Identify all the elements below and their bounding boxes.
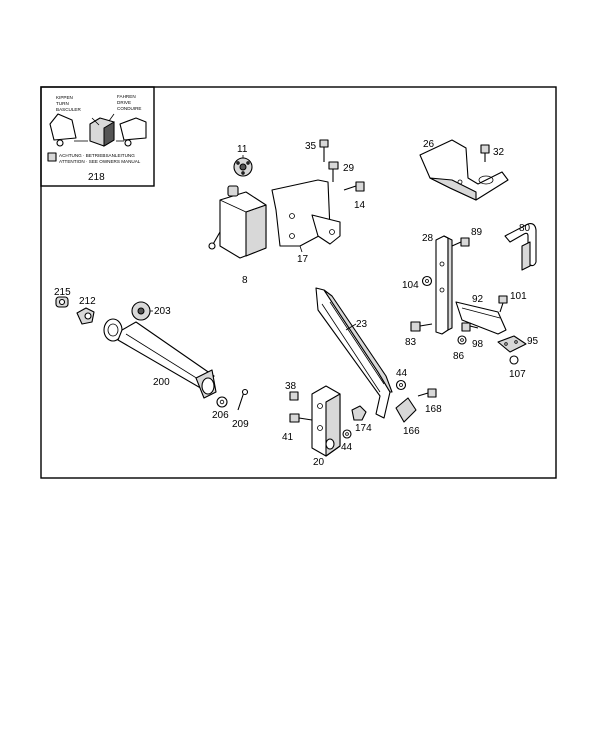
part-14-bolt	[343, 181, 365, 192]
cube-pictogram	[89, 113, 115, 147]
callout-41: 41	[282, 432, 294, 443]
diagram-frame	[40, 86, 557, 479]
callout-83: 83	[405, 337, 417, 348]
callout-38: 38	[285, 381, 297, 392]
callout-104: 104	[402, 280, 419, 291]
warning-text-de: ACHTUNG · BETRIEBSANLEITUNG	[59, 153, 135, 158]
part-101-bolt	[498, 295, 508, 313]
driving-pictogram	[116, 117, 147, 147]
callout-98: 98	[472, 339, 484, 350]
reservoir-assembly: 11 8 17 35	[208, 139, 366, 286]
part-29-bolt	[328, 161, 339, 182]
part-174-nut	[351, 405, 367, 421]
callout-107: 107	[509, 369, 526, 380]
part-17-bracket	[271, 179, 341, 247]
part-28-bracket	[435, 235, 453, 335]
callout-200: 200	[153, 377, 170, 388]
callout-11: 11	[237, 144, 248, 155]
part-203-cap	[131, 301, 151, 321]
manual-book-icon	[47, 152, 57, 162]
part-86-washer	[457, 335, 467, 345]
part-95-plate	[497, 335, 527, 353]
part-11-cap	[233, 157, 253, 177]
warning-text-en: ATTENTION · SEE OWNERS MANUAL	[59, 159, 141, 164]
callout-203: 203	[154, 306, 171, 317]
part-83-bolt	[410, 321, 433, 332]
part-166-clip	[395, 397, 417, 423]
part-32-bolt	[480, 144, 490, 162]
callout-89: 89	[471, 227, 483, 238]
callout-101: 101	[510, 291, 527, 302]
part-212-fitting	[76, 307, 95, 325]
part-26-bracket	[419, 139, 509, 201]
part-89-bolt	[451, 237, 470, 247]
callout-218: 218	[88, 172, 105, 183]
part-44-washer-upper	[395, 379, 407, 391]
callout-92: 92	[472, 294, 484, 305]
callout-29: 29	[343, 163, 355, 174]
callout-23: 23	[356, 319, 368, 330]
inset-label-218: KIPPEN TURN BASCULER FAHREN DRIVE CONDUI…	[40, 86, 155, 187]
part-215-fitting	[55, 296, 69, 308]
callout-166: 166	[403, 426, 420, 437]
callout-44-upper: 44	[396, 368, 408, 379]
part-8-reservoir	[208, 185, 267, 259]
label-text-basculer: BASCULER	[56, 107, 81, 112]
callout-14: 14	[354, 200, 366, 211]
part-41-bolt	[289, 413, 313, 423]
part-44-washer-lower	[342, 429, 352, 439]
part-168-bolt	[417, 388, 437, 398]
label-text-conduire: CONDUIRE	[117, 106, 142, 111]
callout-32: 32	[493, 147, 505, 158]
callout-174: 174	[355, 423, 372, 434]
tipping-pictogram	[49, 113, 88, 147]
part-104-washer	[421, 275, 433, 287]
part-209-pin	[237, 388, 249, 411]
part-206-washer	[216, 396, 228, 408]
part-38-bolt	[289, 391, 299, 401]
callout-209: 209	[232, 419, 249, 430]
part-80-edge-trim	[504, 223, 537, 271]
callout-86: 86	[453, 351, 465, 362]
label-text-fahren: FAHREN	[117, 94, 136, 99]
label-text-drive: DRIVE	[117, 100, 131, 105]
callout-206: 206	[212, 410, 229, 421]
callout-215: 215	[54, 287, 71, 298]
callout-212: 212	[79, 296, 96, 307]
label-text-kippen: KIPPEN	[56, 95, 73, 100]
callout-168: 168	[425, 404, 442, 415]
part-107-nut	[509, 355, 519, 365]
part-23-strut	[315, 287, 393, 419]
label-text-turn: TURN	[56, 101, 69, 106]
callout-44-lower: 44	[341, 442, 353, 453]
callout-26: 26	[423, 139, 435, 150]
callout-35: 35	[305, 141, 317, 152]
part-35-bolt	[319, 139, 329, 162]
callout-17: 17	[297, 254, 309, 265]
callout-8: 8	[242, 275, 248, 286]
callout-95: 95	[527, 336, 539, 347]
part-98-bolt	[461, 322, 479, 332]
callout-20: 20	[313, 457, 325, 468]
callout-28: 28	[422, 233, 434, 244]
part-92-bracket	[455, 301, 507, 335]
part-200-cylinder	[103, 318, 217, 399]
callout-80: 80	[519, 223, 531, 234]
part-20-mount	[311, 385, 341, 457]
